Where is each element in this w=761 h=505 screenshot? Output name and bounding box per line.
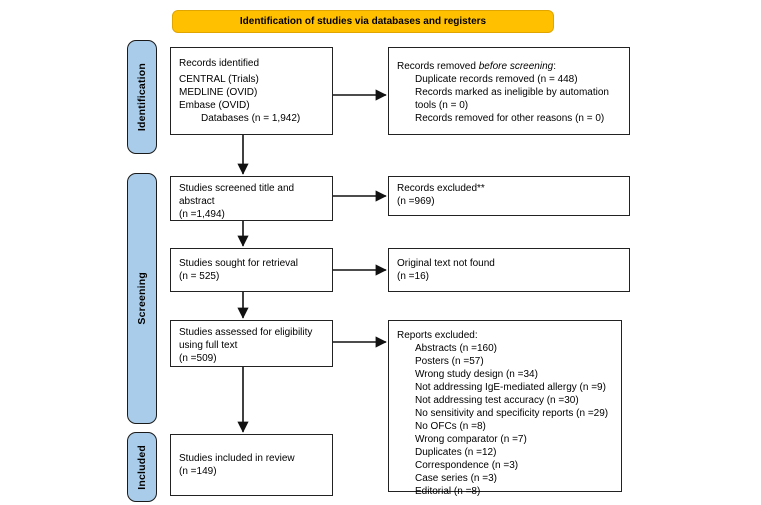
list-item: No OFCs (n =8) (415, 421, 486, 432)
studies-retrieval-text: Studies sought for retrieval (179, 258, 298, 269)
phase-label-included: Included (127, 432, 157, 502)
phase-label-text: Included (135, 444, 148, 490)
records-removed-box: Records removed before screening: Duplic… (388, 47, 630, 135)
studies-eligibility-box: Studies assessed for eligibility using f… (170, 320, 333, 367)
records-identified-total: Databases (n = 1,942) (201, 113, 301, 124)
list-item: Abstracts (n =160) (415, 343, 497, 354)
studies-retrieval-box: Studies sought for retrieval (n = 525) (170, 248, 333, 292)
reports-excluded-items: Abstracts (n =160) Posters (n =57) Wrong s… (397, 342, 613, 498)
list-item: Wrong study design (n =34) (415, 369, 538, 380)
reports-excluded-box: Reports excluded: Abstracts (n =160) Post… (388, 320, 622, 497)
records-identified-box: Records identified CENTRAL (Trials) MEDLI… (170, 47, 333, 135)
list-item: MEDLINE (OVID) (179, 87, 258, 98)
records-identified-title: Records identified (179, 58, 260, 69)
studies-eligibility-text: Studies assessed for eligibility using f… (179, 327, 313, 351)
list-item: Duplicates (n =12) (415, 447, 497, 458)
records-identified-sources: CENTRAL (Trials) MEDLINE (OVID) Embase (OV… (179, 73, 324, 112)
diagram-title-banner: Identification of studies via databases … (172, 10, 554, 33)
diagram-title: Identification of studies via databases … (239, 16, 487, 27)
list-item: Case series (n =3) (415, 473, 497, 484)
list-item: Records marked as ineligible by automati… (415, 87, 609, 111)
list-item: Duplicate records removed (n = 448) (415, 74, 578, 85)
studies-eligibility-n: (n =509) (179, 353, 217, 364)
records-excluded-box: Records excluded** (n =969) (388, 176, 630, 216)
list-item: Posters (n =57) (415, 356, 484, 367)
text-not-found-box: Original text not found (n =16) (388, 248, 630, 292)
list-item: Correspondence (n =3) (415, 460, 519, 471)
list-item: Not addressing IgE-mediated allergy (n =… (415, 382, 606, 393)
list-item: Records removed for other reasons (n = 0… (415, 113, 605, 124)
records-excluded-n: (n =969) (397, 196, 435, 207)
phase-label-text: Screening (135, 272, 148, 325)
text-not-found-text: Original text not found (397, 258, 495, 269)
studies-included-text: Studies included in review (179, 453, 295, 464)
text-not-found-n: (n =16) (397, 271, 429, 282)
records-excluded-text: Records excluded** (397, 183, 485, 194)
studies-screened-n: (n =1,494) (179, 209, 225, 220)
records-removed-items: Duplicate records removed (n = 448) Recor… (397, 73, 621, 125)
reports-excluded-title: Reports excluded: (397, 330, 478, 341)
phase-label-identification: Identification (127, 40, 157, 154)
studies-retrieval-n: (n = 525) (179, 271, 220, 282)
list-item: No sensitivity and specificity reports (… (415, 408, 609, 419)
list-item: Embase (OVID) (179, 100, 250, 111)
list-item: CENTRAL (Trials) (179, 74, 259, 85)
list-item: Not addressing test accuracy (n =30) (415, 395, 579, 406)
studies-included-n: (n =149) (179, 466, 217, 477)
records-removed-title: Records removed before screening: (397, 61, 556, 72)
studies-screened-box: Studies screened title and abstract (n =… (170, 176, 333, 221)
studies-screened-text: Studies screened title and abstract (179, 183, 295, 207)
phase-label-screening: Screening (127, 173, 157, 424)
list-item: Editorial (n =8) (415, 486, 481, 497)
studies-included-box: Studies included in review (n =149) (170, 434, 333, 496)
phase-label-text: Identification (135, 62, 148, 132)
list-item: Wrong comparator (n =7) (415, 434, 527, 445)
